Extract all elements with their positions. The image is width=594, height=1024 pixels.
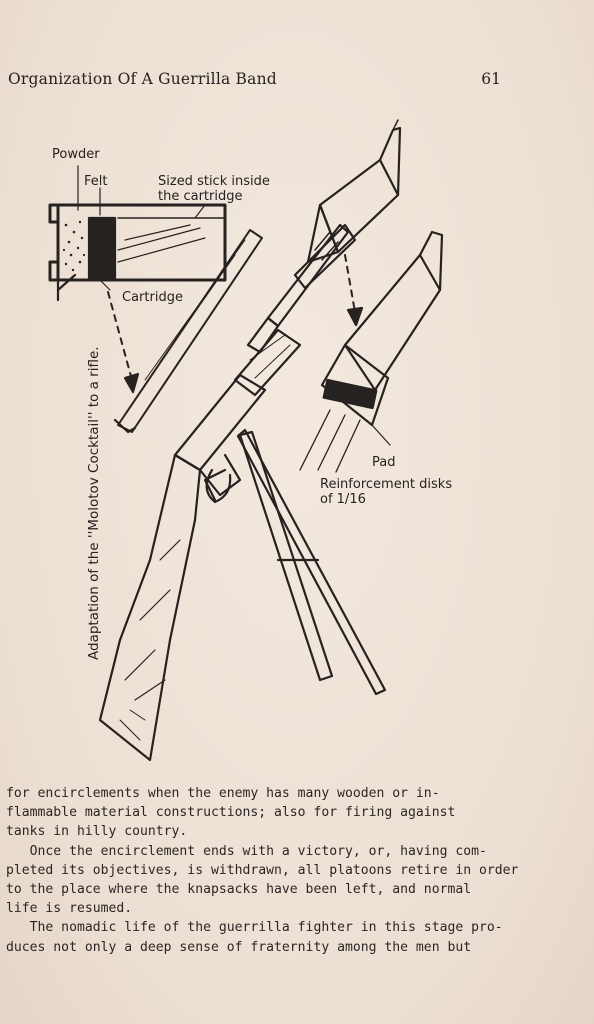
text-line: to the place where the knapsacks have be… — [6, 882, 472, 898]
label-reinforcement-line1: Reinforcement disks — [320, 477, 452, 492]
sized-stick — [113, 229, 263, 434]
label-reinforcement-line2: of 1/16 — [320, 492, 366, 507]
cartridge-diagram — [48, 203, 227, 302]
label-pad: Pad — [372, 455, 395, 470]
text-line: life is resumed. — [6, 901, 133, 917]
rifle — [98, 223, 387, 762]
label-cartridge: Cartridge — [122, 290, 183, 305]
text-line: The nomadic life of the guerrilla fighte… — [6, 920, 503, 936]
bottle-bottom — [299, 230, 444, 473]
page-number: 61 — [481, 70, 501, 88]
text-line: duces not only a deep sense of fraternit… — [6, 939, 472, 955]
label-felt: Felt — [84, 174, 107, 189]
label-sized-stick-line1: Sized stick inside — [158, 174, 270, 189]
text-line: flammable material constructions; also f… — [6, 805, 456, 821]
molotov-rifle-illustration: Powder Felt Sized stick inside the cartr… — [48, 119, 452, 762]
text-line: Once the encirclement ends with a victor… — [6, 843, 487, 859]
label-powder: Powder — [52, 147, 100, 162]
body-text: for encirclements when the enemy has man… — [6, 784, 519, 957]
text-line: tanks in hilly country. — [6, 824, 188, 840]
label-sized-stick-line2: the cartridge — [158, 189, 242, 204]
text-line: for encirclements when the enemy has man… — [6, 786, 440, 801]
text-line: pleted its objectives, is withdrawn, all… — [6, 862, 519, 878]
running-header: Organization Of A Guerrilla Band — [8, 70, 277, 88]
figure-caption: Adaptation of the ''Molotov Cocktail'' t… — [86, 346, 102, 660]
